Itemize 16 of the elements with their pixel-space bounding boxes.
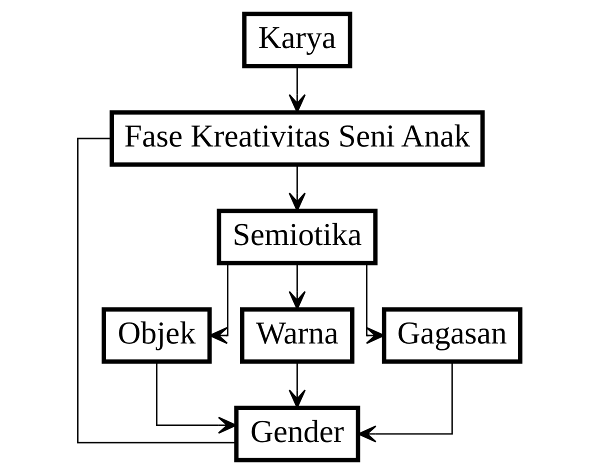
arrow [156,362,236,434]
node-box: Objek [101,307,212,364]
arrow [357,362,452,442]
arrow [288,66,306,113]
node-box: Karya [242,12,352,68]
node-box: Fase Kreativitas Seni Anak [109,110,484,167]
node-box: Gagasan [381,307,522,364]
arrow [208,263,228,344]
node-box: Gender [234,406,360,462]
arrow [288,263,306,310]
node-box: Semiotika [216,208,378,266]
node-box: Warna [239,307,354,364]
arrow [288,362,306,408]
arrow [365,263,384,344]
arrow [288,164,306,212]
connector [76,138,236,444]
